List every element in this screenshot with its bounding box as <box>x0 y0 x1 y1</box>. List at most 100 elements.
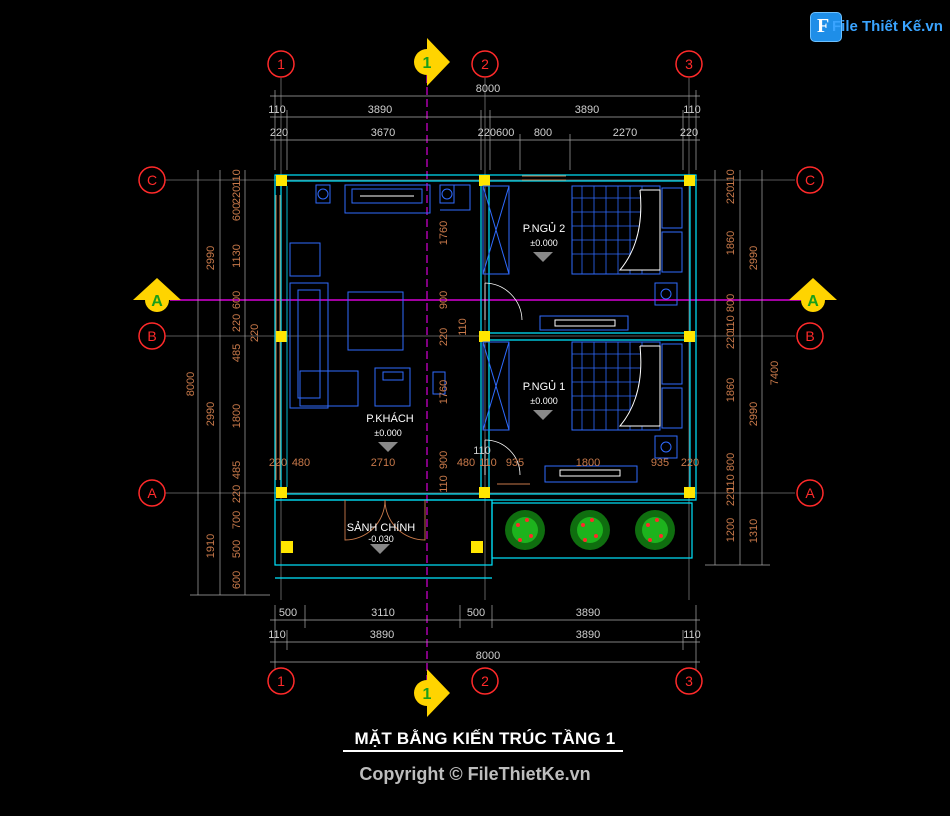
dim-mid-vert-4: 1760 <box>438 380 450 404</box>
dim-left-inner-5: 220 <box>231 314 243 332</box>
grid-label-c-left: C <box>147 172 157 188</box>
dim-bottom-row2-3: 110 <box>683 629 701 641</box>
dim-right-inner-4: 110 <box>725 315 737 333</box>
dim-left-inner-0: 110 <box>231 169 243 187</box>
dim-mid-row-5: 935 <box>506 457 524 469</box>
dim-top-row2-0: 220 <box>270 127 288 139</box>
dim-left-outer-1: 2990 <box>205 402 217 426</box>
dim-bottom-row1-1: 3110 <box>371 607 395 619</box>
section-markers <box>133 38 837 717</box>
section-label-1-top: 1 <box>423 55 432 72</box>
dim-top-row1-3: 110 <box>683 104 701 116</box>
logo-letter-icon: F <box>817 15 830 37</box>
dim-left-inner-9: 220 <box>231 485 243 503</box>
dim-right-inner-5: 220 <box>725 331 737 349</box>
grid-label-2-bottom: 2 <box>481 673 489 689</box>
dim-left-inner-1: 220 <box>231 186 243 204</box>
side-dimension-lines <box>190 170 770 596</box>
dim-left-inner-6: 485 <box>231 344 243 362</box>
logo-text: File Thiết Kế.vn <box>832 18 943 35</box>
section-label-a-left: A <box>151 293 163 310</box>
dim-top-row1-0: 110 <box>268 104 286 116</box>
dim-mid-row-2: 2710 <box>371 457 395 469</box>
dim-right-outer-1: 2990 <box>748 402 760 426</box>
dim-right-inner-6: 1860 <box>725 378 737 402</box>
grid-label-c-right: C <box>805 172 815 188</box>
dim-left-inner-2: 600 <box>231 203 243 221</box>
dim-left-inner-11: 500 <box>231 540 243 558</box>
room-label-bedroom-2: P.NGỦ 2 <box>523 222 566 235</box>
dim-mid-row-0: 220 <box>269 457 287 469</box>
dim-right-inner-0: 110 <box>725 169 737 187</box>
bottom-dimension-lines <box>270 605 700 670</box>
bedroom-2-furniture <box>482 185 683 331</box>
grid-bubbles <box>138 50 824 695</box>
copyright-text: Copyright © FileThietKe.vn <box>359 764 591 784</box>
drawing-title: MẶT BẰNG KIẾN TRÚC TẦNG 1 <box>354 729 616 748</box>
dim-right-inner-7: 800 <box>725 453 737 471</box>
dim-left-inner-12: 600 <box>231 571 243 589</box>
entrance-door <box>344 499 426 541</box>
level-living-room: ±0.000 <box>374 428 401 438</box>
dim-right-outer-2: 1310 <box>748 519 760 543</box>
dim-right-inner-10: 1200 <box>725 518 737 542</box>
level-main-lobby: -0.030 <box>368 534 394 544</box>
grid-label-1-top: 1 <box>277 56 285 72</box>
dim-left-inner-8: 485 <box>231 461 243 479</box>
living-room-furniture <box>289 184 471 409</box>
grid-label-b-right: B <box>805 328 814 344</box>
level-bedroom-1: ±0.000 <box>530 396 557 406</box>
grid-label-3-bottom: 3 <box>685 673 693 689</box>
dim-bottom-row2-0: 110 <box>268 629 286 641</box>
dim-left-total: 8000 <box>185 372 197 396</box>
level-triangles <box>370 252 553 554</box>
dim-top-row2-2: 220600 <box>478 127 515 139</box>
dim-right-inner-9: 220 <box>725 488 737 506</box>
dim-left-inner-10: 700 <box>231 511 243 529</box>
dim-top-total: 8000 <box>476 83 500 95</box>
dim-left-inner-3: 1130 <box>231 244 243 268</box>
grid-label-b-left: B <box>147 328 156 344</box>
dim-right-outer-0: 2990 <box>748 246 760 270</box>
dim-bottom-row1-3: 3890 <box>576 607 600 619</box>
dim-bottom-row2-1: 3890 <box>370 629 394 641</box>
dim-bottom-row1-0: 500 <box>279 607 297 619</box>
room-label-main-lobby: SẢNH CHÍNH <box>347 521 416 534</box>
dim-left-wall-220: 220 <box>249 324 261 342</box>
filethietke-logo: F File Thiết Kế.vn <box>810 12 943 42</box>
plant-2 <box>570 510 610 550</box>
grid-label-a-right: A <box>805 485 815 501</box>
dim-left-inner-7: 1800 <box>231 404 243 428</box>
logo-badge: F <box>810 12 842 42</box>
bedroom-2-door <box>484 282 523 321</box>
room-label-living-room: P.KHÁCH <box>366 412 414 425</box>
title-underline <box>343 750 623 752</box>
grid-label-2-top: 2 <box>481 56 489 72</box>
dim-top-row1-2: 3890 <box>575 104 599 116</box>
walls <box>274 174 697 579</box>
dim-bottom-row1-2: 500 <box>467 607 485 619</box>
grid-label-3-top: 3 <box>685 56 693 72</box>
dim-top-row2-1: 3670 <box>371 127 395 139</box>
dim-mid-row-3: 480 <box>457 457 475 469</box>
dim-right-inner-1: 220 <box>725 186 737 204</box>
dim-mid-vert-1: 900 <box>438 291 450 309</box>
dim-mid-row-4: 110 <box>479 457 497 469</box>
level-bedroom-2: ±0.000 <box>530 238 557 248</box>
dim-mid-vert-2: 110 <box>457 318 469 336</box>
dim-right-inner-8: 110 <box>725 474 737 492</box>
room-label-bedroom-1: P.NGỦ 1 <box>523 380 566 393</box>
dim-mid-row-8: 220 <box>681 457 699 469</box>
plant-1 <box>505 510 545 550</box>
dim-left-outer-2: 1910 <box>205 534 217 558</box>
dim-mid-vert-6: 900 <box>438 451 450 469</box>
planter-plants <box>505 510 675 550</box>
dim-mid-vert-0: 1760 <box>438 221 450 245</box>
section-label-1-bottom: 1 <box>423 686 432 703</box>
plant-3 <box>635 510 675 550</box>
top-dimension-lines <box>270 90 700 170</box>
dim-bottom-row2-2: 3890 <box>576 629 600 641</box>
bedroom-1-door <box>484 439 521 476</box>
dim-right-inner-3: 800 <box>725 294 737 312</box>
